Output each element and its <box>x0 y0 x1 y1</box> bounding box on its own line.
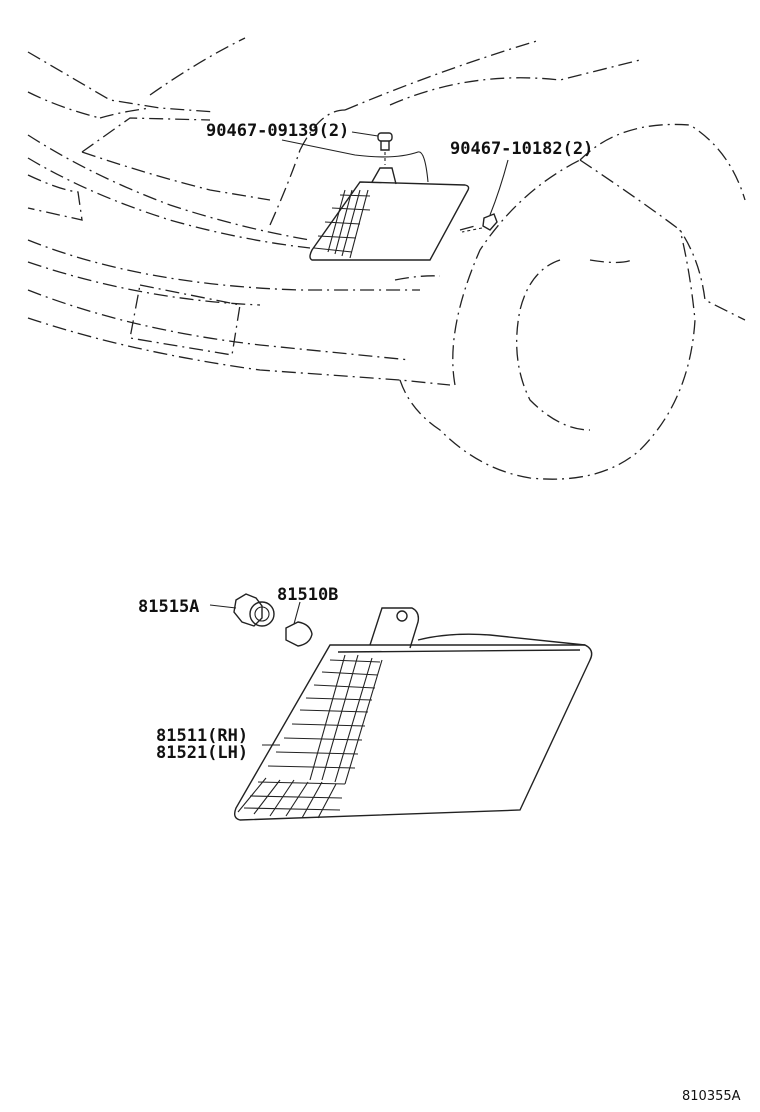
bolt-icon <box>377 132 393 165</box>
illustration-code: 810355A <box>682 1089 741 1104</box>
lamp-in-vehicle <box>309 167 470 261</box>
part-label-socket: 81515A <box>138 597 199 617</box>
part-label-bulb: 81510B <box>277 585 338 605</box>
vehicle-outline <box>27 37 746 480</box>
bulb-icon <box>285 621 313 647</box>
clip-icon <box>461 213 498 233</box>
part-label-clip: 90467-10182(2) <box>450 139 593 159</box>
part-label-lamp-rh: 81511(RH) <box>156 726 248 746</box>
part-label-bolt: 90467-09139(2) <box>206 121 349 141</box>
socket-icon <box>233 593 275 627</box>
corner-lamp-assembly <box>233 607 593 821</box>
part-label-lamp-lh: 81521(LH) <box>156 743 248 763</box>
